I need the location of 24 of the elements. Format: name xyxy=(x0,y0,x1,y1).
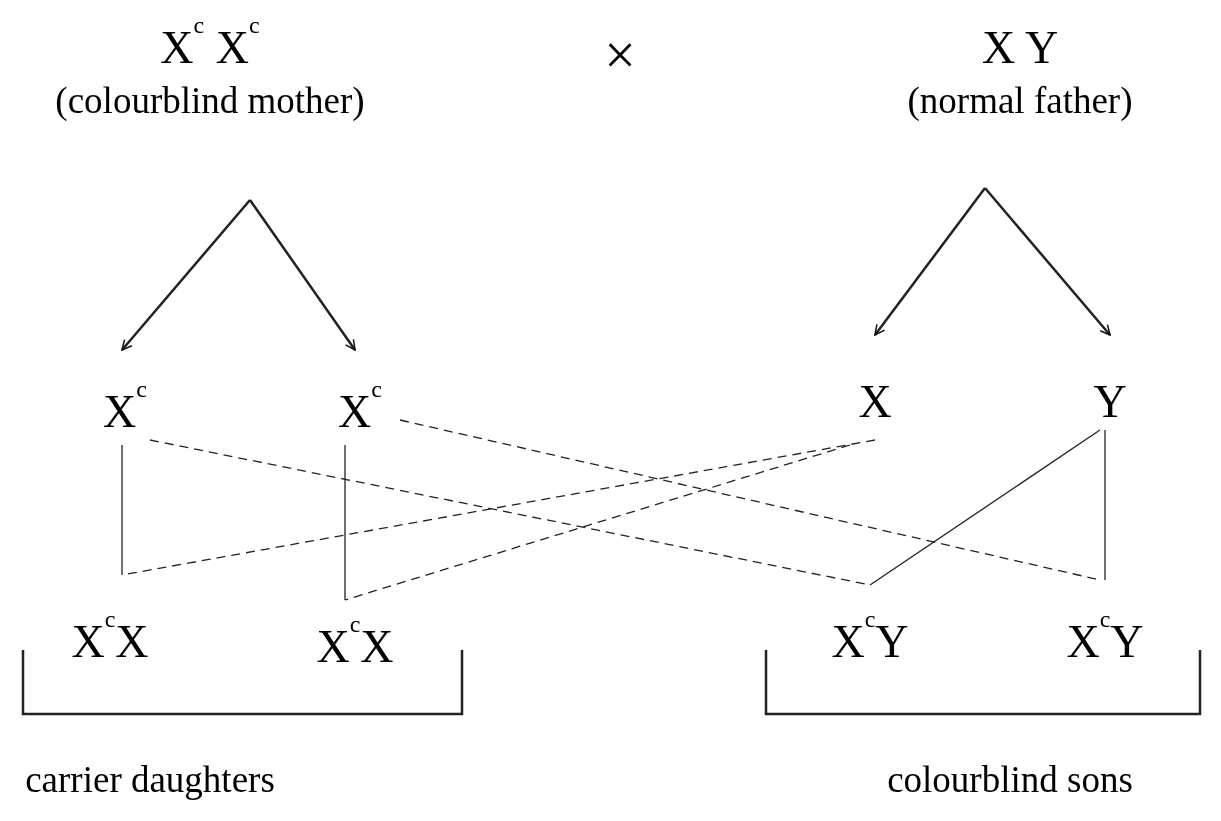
connector-line xyxy=(344,444,851,601)
arrow xyxy=(984,187,1111,336)
connector-line xyxy=(869,429,1101,586)
parent-label: (normal father) xyxy=(907,79,1133,123)
genotype-text: X$^{c}$ xyxy=(103,384,147,439)
genotype-text: X xyxy=(858,375,892,429)
parent-label: (colourblind mother) xyxy=(55,79,365,123)
genotype-text: X$^{c}$X xyxy=(71,614,149,669)
connector-line xyxy=(1104,429,1106,581)
genotype-text: X$^{c}$ X$^{c}$ xyxy=(160,20,260,75)
arrow xyxy=(121,199,251,351)
arrow xyxy=(874,187,986,336)
genotype-text: X$^{c}$Y xyxy=(831,614,909,669)
genotype-text: X Y xyxy=(981,21,1059,75)
genotype-text: X$^{c}$ xyxy=(338,384,382,439)
group-label: carrier daughters xyxy=(24,758,276,802)
cross-symbol: × xyxy=(603,23,637,88)
genotype-text: X$^{c}$Y xyxy=(1066,614,1144,669)
group-label: colourblind sons xyxy=(886,758,1134,802)
genotype-text: Y xyxy=(1093,375,1127,429)
connector-line xyxy=(121,444,123,576)
arrow xyxy=(248,199,357,351)
connector-line xyxy=(344,444,346,601)
genotype-text: X$^{c}$X xyxy=(316,619,394,674)
